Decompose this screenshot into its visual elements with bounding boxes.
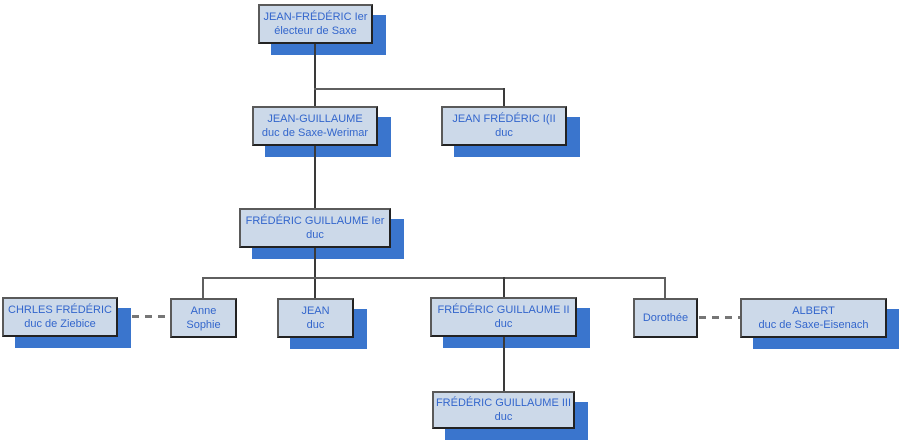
node-sublabel: duc de Ziebice <box>24 318 96 330</box>
node-anne-sophie[interactable]: Anne Sophie <box>170 298 237 338</box>
node-label: CHRLES FRÉDÉRIC <box>8 304 112 316</box>
dashed-connector-chrles-anne-sophie <box>119 315 171 318</box>
connector-level4-horizontal <box>202 277 666 279</box>
node-label: JEAN FRÉDÉRIC I(II <box>452 113 556 125</box>
connector-jf2-drop <box>503 88 505 106</box>
node-label: JEAN <box>301 305 330 317</box>
node-jean-guillaume[interactable]: JEAN-GUILLAUME duc de Saxe-Werimar <box>252 106 378 146</box>
node-label: Anne <box>190 305 217 317</box>
node-sublabel: duc de Saxe-Eisenach <box>758 319 869 331</box>
node-label: Dorothée <box>642 312 689 324</box>
node-label: ALBERT <box>792 305 835 317</box>
dashed-connector-dorothee-albert <box>699 316 741 319</box>
node-frederic-guillaume-2[interactable]: FRÉDÉRIC GUILLAUME II duc <box>430 297 577 337</box>
node-sublabel: Sophie <box>186 319 221 331</box>
node-dorothee[interactable]: Dorothée <box>633 298 698 338</box>
node-jean-frederic-2[interactable]: JEAN FRÉDÉRIC I(II duc <box>441 106 567 146</box>
connector-anne-sophie-drop <box>202 277 204 298</box>
node-frederic-guillaume-3[interactable]: FRÉDÉRIC GUILLAUME III duc <box>432 391 575 429</box>
node-label: FRÉDÉRIC GUILLAUME III <box>435 397 572 409</box>
node-albert[interactable]: ALBERT duc de Saxe-Eisenach <box>740 298 887 338</box>
node-frederic-guillaume-1er[interactable]: FRÉDÉRIC GUILLAUME Ier duc <box>239 208 391 248</box>
node-jean[interactable]: JEAN duc <box>277 298 354 338</box>
connector-fg2-drop <box>503 277 505 297</box>
connector-jg-fg1 <box>314 146 316 208</box>
node-sublabel: duc de Saxe-Werimar <box>261 127 369 139</box>
connector-level2-horizontal <box>314 88 505 90</box>
node-sublabel: électeur de Saxe <box>274 25 357 37</box>
node-sublabel: duc <box>494 411 513 423</box>
connector-jf1-down <box>314 44 316 106</box>
node-label: FRÉDÉRIC GUILLAUME II <box>437 304 570 316</box>
node-sublabel: duc <box>306 319 325 331</box>
connector-dorothee-drop <box>664 277 666 298</box>
node-sublabel: duc <box>494 318 513 330</box>
node-label: FRÉDÉRIC GUILLAUME Ier <box>245 215 385 227</box>
node-chrles-frederic[interactable]: CHRLES FRÉDÉRIC duc de Ziebice <box>2 297 118 337</box>
node-label: JEAN-FRÉDÉRIC Ier <box>263 11 368 23</box>
connector-fg2-fg3 <box>503 337 505 391</box>
node-sublabel: duc <box>495 127 513 139</box>
connector-fg1-down <box>314 248 316 298</box>
node-jean-frederic-1er[interactable]: JEAN-FRÉDÉRIC Ier électeur de Saxe <box>258 4 373 44</box>
node-label: JEAN-GUILLAUME <box>267 113 363 125</box>
node-sublabel: duc <box>306 229 324 241</box>
